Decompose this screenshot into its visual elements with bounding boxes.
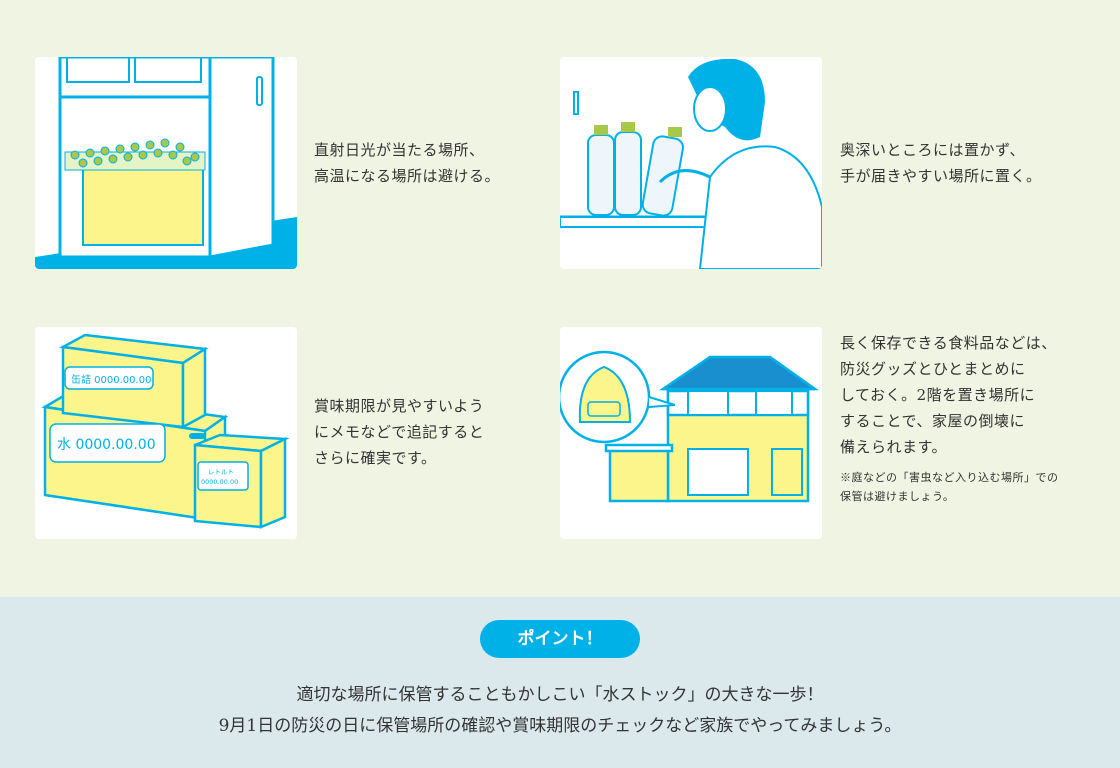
boxes-illustration: 缶詰 0000.00.00 水 0000.00.00 レトルト 0000.00.…: [35, 327, 297, 539]
point-line-1: 適切な場所に保管することもかしこい「水ストック」の大きな一歩！: [296, 685, 824, 705]
retort-label-date: 0000.00.00: [201, 478, 238, 486]
can-label: 缶詰 0000.00.00: [71, 373, 151, 386]
tip-1-line: 直射日光が当たる場所、: [314, 141, 485, 159]
tip-2-line: 奥深いところには置かず、: [840, 141, 1025, 159]
point-line-2: 9月1日の防災の日に保管場所の確認や賞味期限のチェックなど家族でやってみましょう…: [218, 716, 902, 736]
tip-4-line: 長く保存できる食料品などは、: [840, 334, 1057, 352]
tip-2-text: 奥深いところには置かず、 手が届きやすい場所に置く。: [840, 137, 1042, 189]
illustration-woman-bottles: [560, 57, 822, 269]
illustration-house-bag: [560, 327, 822, 539]
illustration-labeled-boxes: 缶詰 0000.00.00 水 0000.00.00 レトルト 0000.00.…: [35, 327, 297, 539]
tip-3-line: 賞味期限が見やすいよう: [314, 397, 485, 415]
woman-illustration: [560, 57, 822, 269]
tip-2-line: 手が届きやすい場所に置く。: [840, 167, 1042, 185]
cabinet-illustration: [35, 57, 297, 269]
tip-4-line: しておく。2階を置き場所に: [840, 386, 1036, 404]
tip-3-line: さらに確実です。: [314, 449, 437, 467]
tip-1-text: 直射日光が当たる場所、 高温になる場所は避ける。: [314, 137, 500, 189]
house-illustration: [560, 327, 822, 539]
retort-label-name: レトルト: [208, 468, 234, 476]
point-badge: ポイント！: [480, 620, 640, 658]
tip-4-line: 備えられます。: [840, 438, 948, 456]
tip-4-note: 保管は避けましょう。: [840, 490, 955, 503]
tip-4-line: 防災グッズとひとまとめに: [840, 360, 1026, 378]
tip-1-line: 高温になる場所は避ける。: [314, 167, 501, 185]
tip-3-line: にメモなどで追記すると: [314, 423, 485, 441]
tip-4-note: ※庭などの「害虫など入り込む場所」での: [840, 471, 1059, 484]
illustration-cabinet-bottles: [35, 57, 297, 269]
tip-4-line: することで、家屋の倒壊に: [840, 412, 1025, 430]
tip-3-text: 賞味期限が見やすいよう にメモなどで追記すると さらに確実です。: [314, 393, 484, 471]
water-label: 水 0000.00.00: [57, 437, 156, 453]
tip-4-text: 長く保存できる食料品などは、 防災グッズとひとまとめに しておく。2階を置き場所…: [840, 330, 1059, 506]
